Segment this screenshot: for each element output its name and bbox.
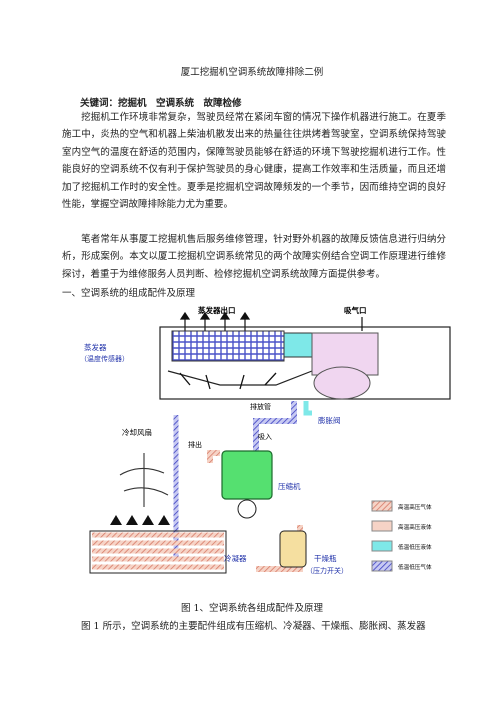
air-flow-arrows xyxy=(179,372,277,390)
discharge-label: 排出 xyxy=(188,440,202,449)
legend-swatch-lp-liquid xyxy=(371,540,393,552)
suction-label: 吸入 xyxy=(258,433,272,441)
keywords-line: 关键词：挖掘机 空调系统 故障检修 xyxy=(80,98,242,109)
compressor-label: 压缩机 xyxy=(278,481,301,491)
evaporator-label: 蒸发器 xyxy=(84,342,107,352)
fan-arrows xyxy=(110,515,170,525)
cooling-fan xyxy=(119,453,169,507)
paragraph-2: 笔者常年从事厦工挖掘机售后服务维修管理，针对野外机器的故障反馈信息进行归纳分析，… xyxy=(62,231,446,283)
figure-caption: 图 1、空调系统各组成配件及原理 xyxy=(180,603,324,614)
expansion-valve-label: 膨胀阀 xyxy=(318,415,341,425)
paragraph-1: 挖掘机工作环境非常复杂，驾驶员经常在紧闭车窗的情况下操作机器进行施工。在夏季施工… xyxy=(62,109,446,213)
dryer-label: 干燥瓶 xyxy=(314,553,337,563)
line-low-pressure-gas xyxy=(253,401,297,453)
ac-system-diagram: 蒸发器出口 蒸发器 （温度传感器） 吸气口 排放管 膨胀阀 排出 吸入 xyxy=(80,305,451,575)
legend-lp-liquid: 低温低压液体 xyxy=(398,543,432,551)
line-low-pressure-liquid xyxy=(303,401,312,416)
section-heading: 一、空调系统的组成配件及原理 xyxy=(62,288,196,299)
compressor-pulley xyxy=(237,499,257,519)
diagram-legend: 高温高压气体 高温高压液体 低温低压液体 低温低压气体 xyxy=(371,500,432,572)
legend-lp-gas: 低温低压气体 xyxy=(398,563,432,571)
legend-hp-liquid: 高温高压液体 xyxy=(398,523,432,531)
cooling-fan-label: 冷却风扇 xyxy=(122,427,152,437)
evaporator-core xyxy=(171,330,285,362)
paragraph-2-text: 笔者常年从事厦工挖掘机售后服务维修管理，针对野外机器的故障反馈信息进行归纳分析，… xyxy=(62,234,446,280)
drain-pan xyxy=(167,370,313,386)
paragraph-1-text: 挖掘机工作环境非常复杂，驾驶员经常在紧闭车窗的情况下操作机器进行施工。在夏季施工… xyxy=(62,112,446,211)
line-high-pressure-gas xyxy=(207,450,220,463)
paragraph-3: 图 1 所示，空调系统的主要配件组成有压缩机、冷凝器、干燥瓶、膨胀阀、蒸发器 xyxy=(62,618,446,635)
pressure-switch-label: （压力开关） xyxy=(306,566,348,575)
paragraph-3-text: 图 1 所示，空调系统的主要配件组成有压缩机、冷凝器、干燥瓶、膨胀阀、蒸发器 xyxy=(81,621,426,632)
compressor-body xyxy=(221,450,273,500)
condenser-coil xyxy=(89,530,227,574)
evaporator-housing xyxy=(159,326,451,400)
legend-hp-gas: 高温高压气体 xyxy=(398,503,432,511)
evap-outlet-label: 蒸发器出口 xyxy=(198,305,236,315)
condenser-label: 冷凝器 xyxy=(224,553,247,563)
legend-swatch-hp-gas xyxy=(371,500,393,512)
dryer-bottle xyxy=(279,530,307,568)
evaporator-outlet-arrows xyxy=(179,311,251,333)
drain-pipe-label: 排放管 xyxy=(250,402,271,411)
legend-swatch-lp-gas xyxy=(371,560,393,572)
air-inlet-label: 吸气口 xyxy=(344,305,367,315)
temp-sensor-label: （温度传感器） xyxy=(80,354,129,363)
legend-swatch-hp-liquid xyxy=(371,520,393,532)
blower-fan xyxy=(313,366,371,400)
document-title: 厦工挖掘机空调系统故障排除二例 xyxy=(180,67,324,78)
